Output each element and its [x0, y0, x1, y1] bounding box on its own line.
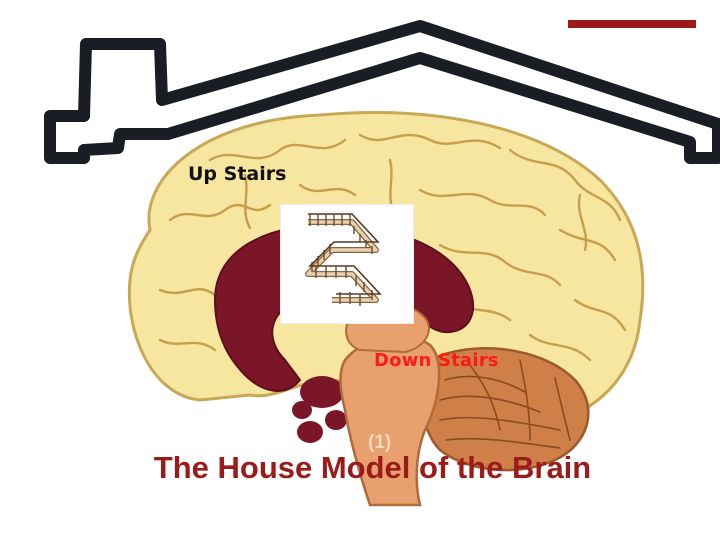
- staircase-image: [280, 204, 414, 324]
- gyri-lines: [158, 133, 627, 382]
- spiral-stairs-icon: [305, 213, 382, 306]
- accent-bar: [568, 20, 696, 28]
- hypothalamus-blobs: [292, 376, 347, 443]
- region-marker-label: (1): [368, 432, 392, 453]
- down-stairs-label: Down Stairs: [374, 350, 499, 371]
- up-stairs-label: Up Stairs: [188, 163, 287, 185]
- slide-title: The House Model of the Brain: [153, 450, 592, 485]
- cerebellum-folia: [439, 359, 571, 449]
